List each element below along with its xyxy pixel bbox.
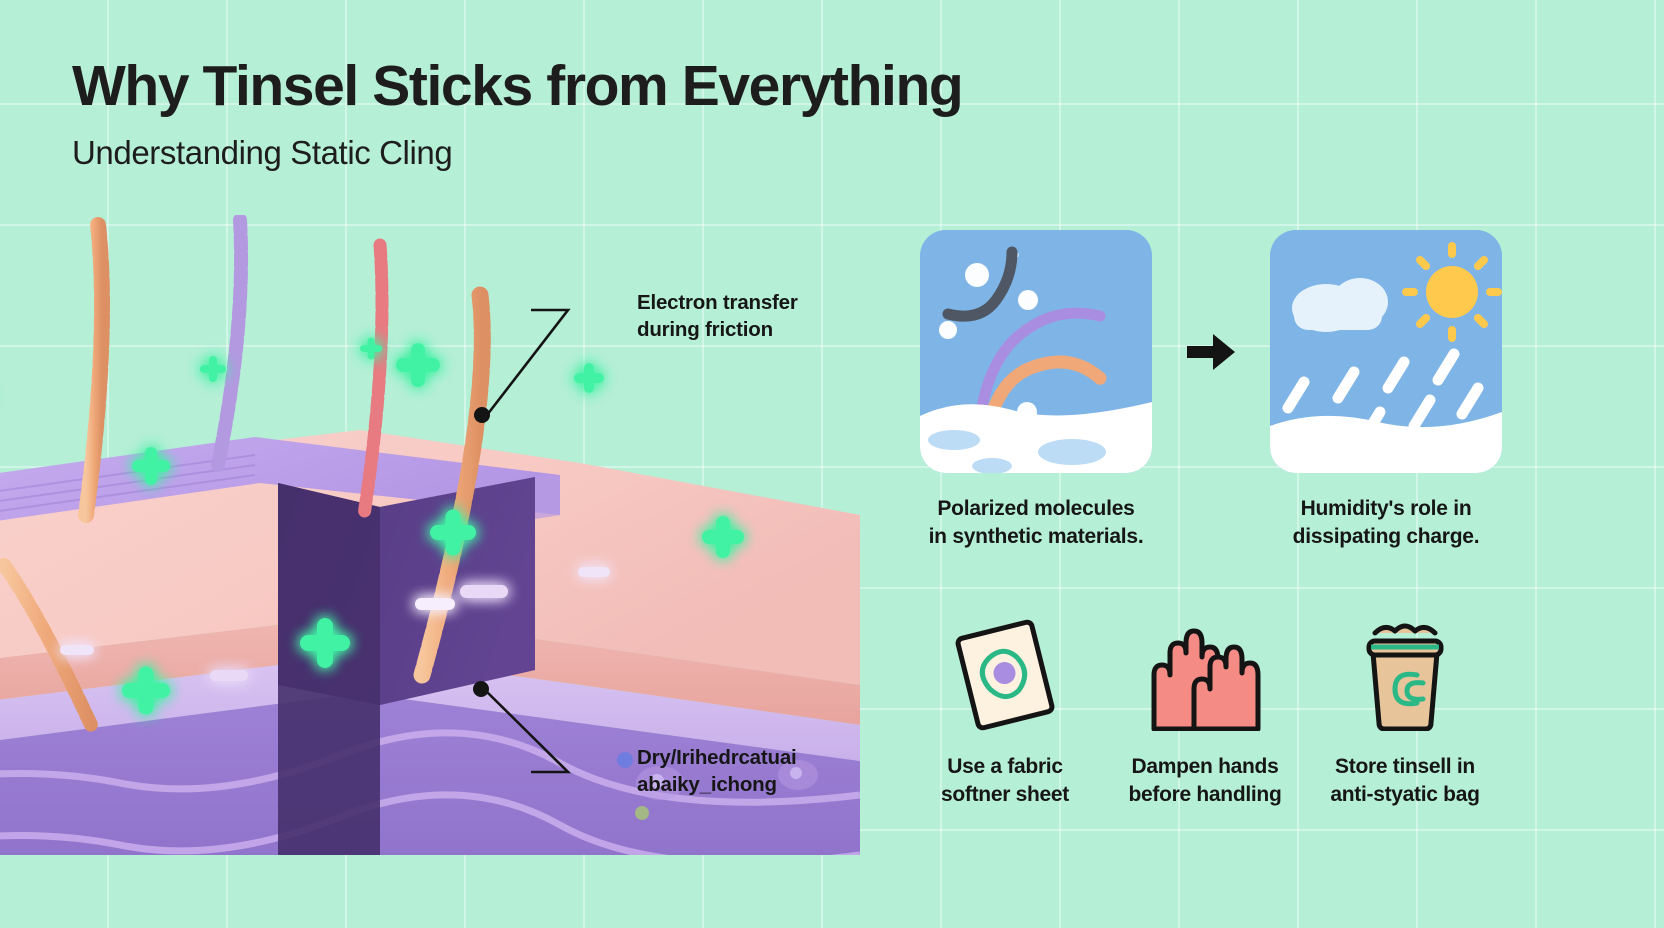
caption-line: Dampen hands xyxy=(1131,754,1279,778)
tip-anti-static-bag: Store tinsell in anti-styatic bag xyxy=(1305,613,1505,809)
tinsel-strands xyxy=(0,215,491,734)
sun-icon xyxy=(1402,242,1502,342)
right-column: Polarized molecules in synthetic materia… xyxy=(905,230,1605,809)
tips-row: Use a fabric softner sheet Dampen hands … xyxy=(905,613,1605,809)
annotation-line: during friction xyxy=(637,318,773,342)
tip-caption: Dampen hands before handling xyxy=(1105,753,1305,809)
caption-line: in synthetic materials. xyxy=(928,524,1144,548)
concept-caption: Humidity's role in dissipating charge. xyxy=(1255,495,1517,551)
concept-caption: Polarized molecules in synthetic materia… xyxy=(905,495,1167,551)
fiber-strands-snow-icon xyxy=(920,230,1152,473)
two-hands-icon xyxy=(1151,628,1261,731)
page-subtitle: Understanding Static Cling xyxy=(72,133,453,171)
page-title: Why Tinsel Sticks from Everything xyxy=(72,54,964,118)
humidity-role-card xyxy=(1270,230,1502,473)
tip-dampen-hands: Dampen hands before handling xyxy=(1105,613,1305,809)
concept-polarized-molecules: Polarized molecules in synthetic materia… xyxy=(905,230,1167,551)
dryer-sheet-icon xyxy=(955,619,1055,731)
annotation-electron-transfer: Electron transfer during friction xyxy=(637,289,798,344)
static-cling-illustration xyxy=(0,215,860,855)
storage-bag-icon xyxy=(1366,623,1444,731)
caption-line: before handling xyxy=(1128,782,1282,806)
annotation-line: abaiky_ichong xyxy=(637,773,777,797)
charge-symbols xyxy=(60,337,744,715)
caption-line: anti-styatic bag xyxy=(1330,782,1480,806)
tip-fabric-softener: Use a fabric softner sheet xyxy=(905,613,1105,809)
tip-caption: Use a fabric softner sheet xyxy=(905,753,1105,809)
tip-icon-wrap xyxy=(1305,613,1505,731)
sun-cloud-rain-icon xyxy=(1270,230,1502,473)
annotation-line: Dry/Irihedrcatuai xyxy=(637,746,797,769)
caption-line: Store tinsell in xyxy=(1335,754,1475,778)
molecule-dots xyxy=(617,752,818,820)
concept-humidity-role: Humidity's role in dissipating charge. xyxy=(1255,230,1517,551)
annotation-line: Electron transfer xyxy=(637,291,798,314)
caption-line: Polarized molecules xyxy=(937,497,1135,520)
caption-line: Humidity's role in xyxy=(1300,497,1472,520)
header: Why Tinsel Sticks from Everything Unders… xyxy=(72,54,964,172)
concept-flow-arrow xyxy=(1167,230,1255,473)
concept-row: Polarized molecules in synthetic materia… xyxy=(905,230,1605,551)
tip-icon-wrap xyxy=(1105,613,1305,731)
polarized-molecules-card xyxy=(920,230,1152,473)
cloud-icon xyxy=(1292,278,1388,332)
caption-line: Use a fabric xyxy=(947,754,1063,778)
tip-icon-wrap xyxy=(905,613,1105,731)
caption-line: dissipating charge. xyxy=(1292,524,1480,548)
caption-line: softner sheet xyxy=(941,782,1069,806)
tip-caption: Store tinsell in anti-styatic bag xyxy=(1305,753,1505,809)
annotation-dry-air: Dry/Irihedrcatuai abaiky_ichong xyxy=(637,744,797,799)
arrow-right-icon xyxy=(1187,333,1235,370)
